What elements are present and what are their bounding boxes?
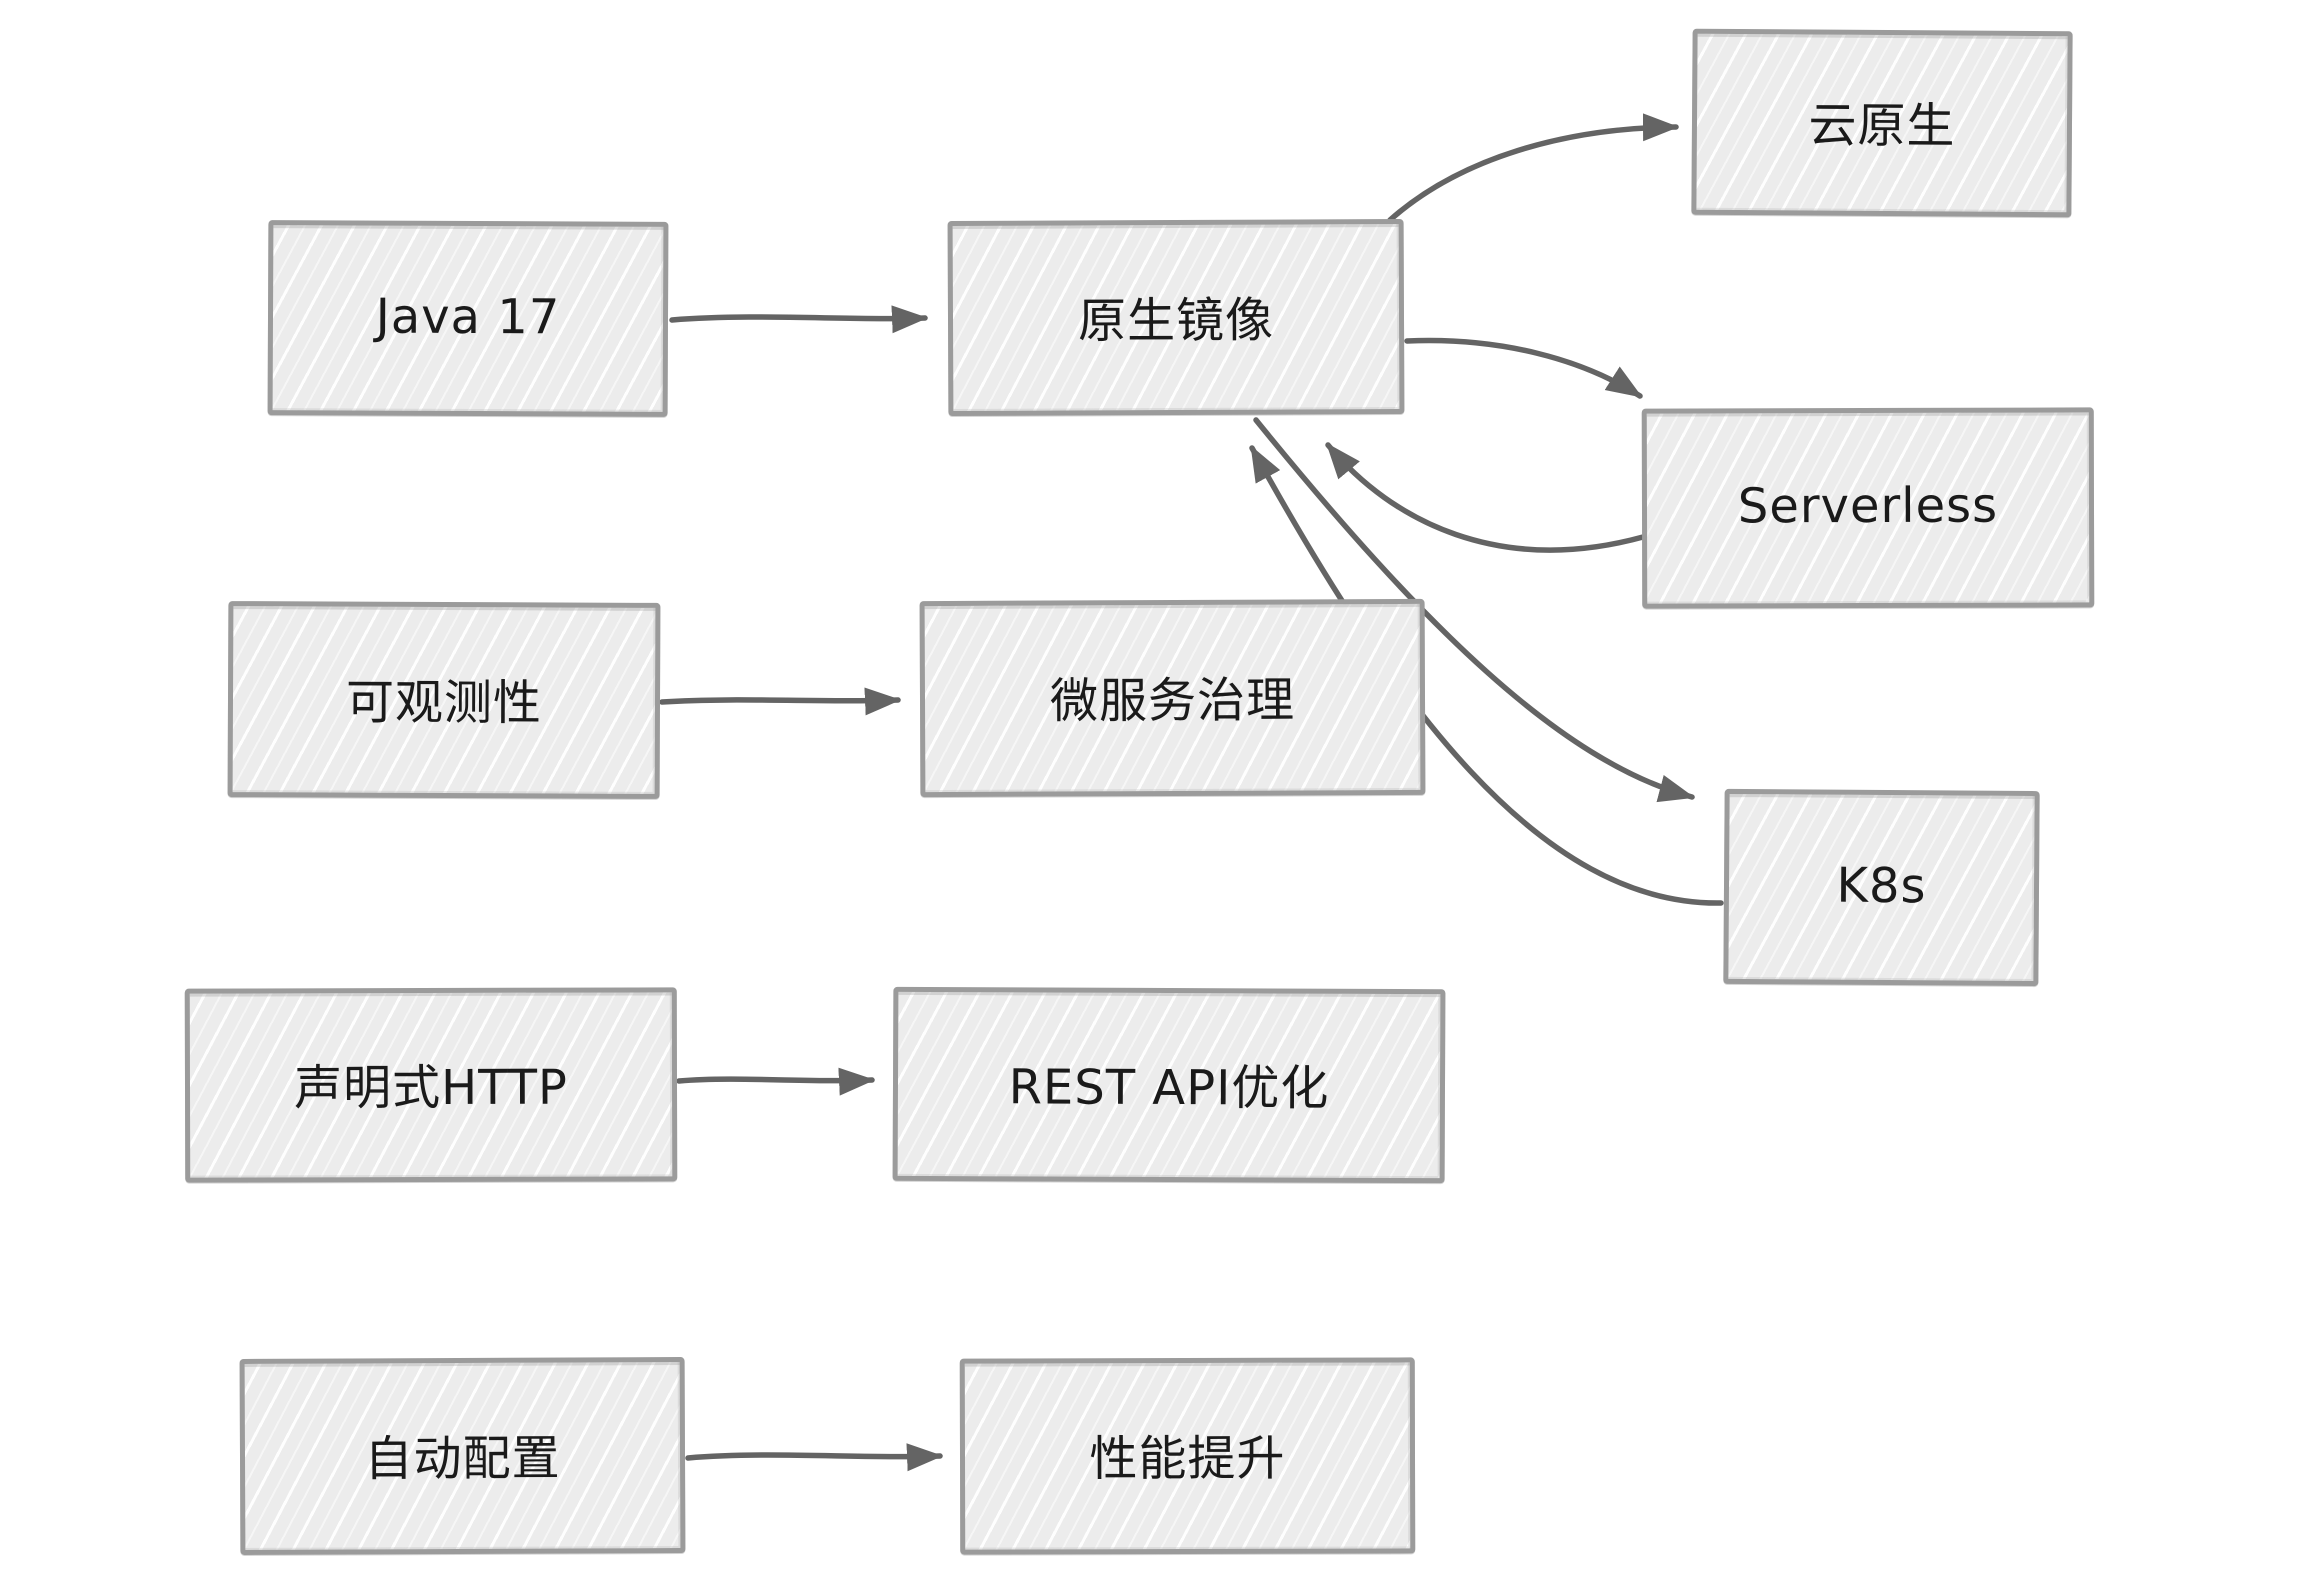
- node-native-image[interactable]: 原生镜像: [947, 219, 1405, 416]
- node-label: 自动配置: [364, 1430, 561, 1488]
- node-label: K8s: [1836, 857, 1927, 914]
- arrow-k8s-to-native-image[interactable]: [1249, 445, 1724, 906]
- node-auto-config[interactable]: 自动配置: [239, 1357, 686, 1555]
- node-label: 性能提升: [1089, 1430, 1286, 1488]
- arrow-native-image-to-k8s[interactable]: [1253, 417, 1695, 803]
- arrow-native-image-to-cloud-native[interactable]: [1387, 113, 1679, 223]
- node-label: 声明式HTTP: [294, 1059, 569, 1117]
- node-label: Serverless: [1737, 477, 1999, 535]
- node-label: 原生镜像: [1077, 292, 1275, 349]
- node-serverless[interactable]: Serverless: [1641, 407, 2095, 609]
- arrow-observability-to-microservice-governance[interactable]: [659, 687, 901, 716]
- arrow-java17-to-native-image[interactable]: [669, 305, 928, 334]
- node-rest-api[interactable]: REST API优化: [892, 986, 1446, 1184]
- node-label: 云原生: [1808, 97, 1956, 155]
- node-cloud-native[interactable]: 云原生: [1691, 28, 2073, 218]
- node-label: REST API优化: [1008, 1059, 1330, 1117]
- arrow-declarative-http-to-rest-api[interactable]: [676, 1067, 875, 1096]
- node-observability[interactable]: 可观测性: [227, 601, 661, 799]
- node-label: Java 17: [375, 288, 561, 345]
- node-declarative-http[interactable]: 声明式HTTP: [184, 987, 678, 1183]
- arrow-native-image-to-serverless[interactable]: [1404, 337, 1643, 399]
- node-java17[interactable]: Java 17: [267, 220, 669, 417]
- arrow-auto-config-to-performance[interactable]: [685, 1443, 943, 1472]
- node-label: 微服务治理: [1049, 672, 1296, 730]
- node-performance[interactable]: 性能提升: [959, 1357, 1416, 1555]
- node-microservice-governance[interactable]: 微服务治理: [919, 598, 1426, 798]
- node-k8s[interactable]: K8s: [1723, 788, 2040, 987]
- node-label: 可观测性: [345, 674, 543, 732]
- arrow-serverless-to-native-image[interactable]: [1325, 442, 1646, 553]
